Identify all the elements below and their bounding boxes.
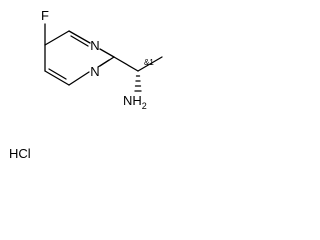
bond-c2-stereocenter: [113, 56, 139, 72]
amine-group-label: NH2: [123, 93, 147, 111]
bond-c4-n3: [68, 30, 91, 44]
bond-n3-c2: [99, 48, 115, 58]
bond-c2-n1-double: [97, 59, 110, 68]
bond-stereocenter-methyl: [137, 56, 163, 72]
ring-nitrogen-top-label: N: [90, 38, 99, 53]
amine-nh-label: NH: [123, 93, 142, 108]
bond-c4-n3-double: [70, 35, 89, 47]
bond-c6-c5: [44, 70, 70, 86]
amine-subscript-label: 2: [142, 101, 147, 111]
chemical-structure-diagram: F N N &1 NH2 HCl: [9, 8, 163, 161]
stereo-descriptor-label: &1: [144, 58, 154, 67]
bond-c6-c5-double: [48, 68, 67, 80]
fluorine-atom-label: F: [41, 8, 49, 23]
pyrimidine-ring: [44, 30, 115, 86]
bond-n1-c6: [68, 71, 90, 86]
ring-nitrogen-bottom-label: N: [90, 64, 99, 79]
hydrochloride-salt-label: HCl: [9, 146, 31, 161]
hashed-wedge-bond: [134, 75, 142, 92]
bond-c5-c4: [44, 30, 70, 46]
